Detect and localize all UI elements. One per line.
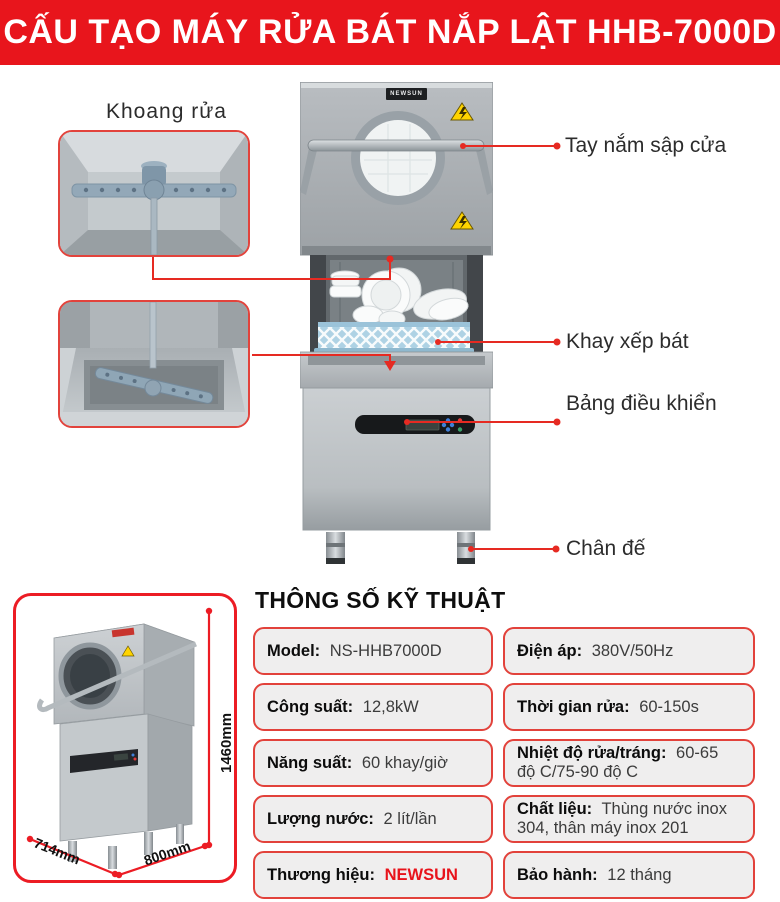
wash-chamber-bottom-photo xyxy=(58,300,250,428)
specs-table: Model: NS-HHB7000D Điện áp: 380V/50Hz Cô… xyxy=(253,627,755,899)
spec-cell-wash-time: Thời gian rửa: 60-150s xyxy=(503,683,755,731)
wash-chamber-top-photo xyxy=(58,130,250,257)
spec-cell-water: Lượng nước: 2 lít/lần xyxy=(253,795,493,843)
machine-illustration xyxy=(300,82,493,564)
specs-section: THÔNG SỐ KỸ THUẬT Model: NS-HHB7000D Điệ… xyxy=(253,587,755,899)
spec-cell-brand: Thương hiệu: NEWSUN xyxy=(253,851,493,899)
spec-cell-temperature: Nhiệt độ rửa/tráng: 60-65 độ C/75-90 độ … xyxy=(503,739,755,787)
dimension-height-label: 1460mm xyxy=(218,712,235,774)
spec-cell-voltage: Điện áp: 380V/50Hz xyxy=(503,627,755,675)
label-wash-chamber: Khoang rửa xyxy=(106,100,227,123)
machine-feet xyxy=(326,532,475,564)
page-title: CẤU TẠO MÁY RỬA BÁT NẮP LẬT HHB-7000D xyxy=(3,13,777,51)
wash-chamber-bottom-illustration xyxy=(60,302,248,426)
dimension-illustration xyxy=(26,607,213,879)
brand-plate: NEWSUN xyxy=(386,88,427,100)
dimension-card: 1460mm 714mm 800mm xyxy=(13,593,237,883)
label-control-panel: Bảng điều khiển xyxy=(566,392,717,415)
warning-icon xyxy=(450,102,474,121)
machine-photo: NEWSUN xyxy=(300,82,493,568)
label-base-feet: Chân đế xyxy=(566,537,646,560)
warning-icon xyxy=(450,211,474,230)
label-dish-tray: Khay xếp bát xyxy=(566,330,689,353)
spec-cell-power: Công suất: 12,8kW xyxy=(253,683,493,731)
control-panel xyxy=(355,415,475,434)
spec-cell-material: Chất liệu: Thùng nước inox 304, thân máy… xyxy=(503,795,755,843)
spec-cell-warranty: Bảo hành: 12 tháng xyxy=(503,851,755,899)
wash-chamber-top-illustration xyxy=(60,132,248,255)
header-banner: CẤU TẠO MÁY RỬA BÁT NẮP LẬT HHB-7000D xyxy=(0,0,780,65)
label-door-handle: Tay nắm sập cửa xyxy=(565,134,727,157)
specs-title: THÔNG SỐ KỸ THUẬT xyxy=(255,587,506,613)
spec-cell-capacity: Năng suất: 60 khay/giờ xyxy=(253,739,493,787)
spec-cell-model: Model: NS-HHB7000D xyxy=(253,627,493,675)
